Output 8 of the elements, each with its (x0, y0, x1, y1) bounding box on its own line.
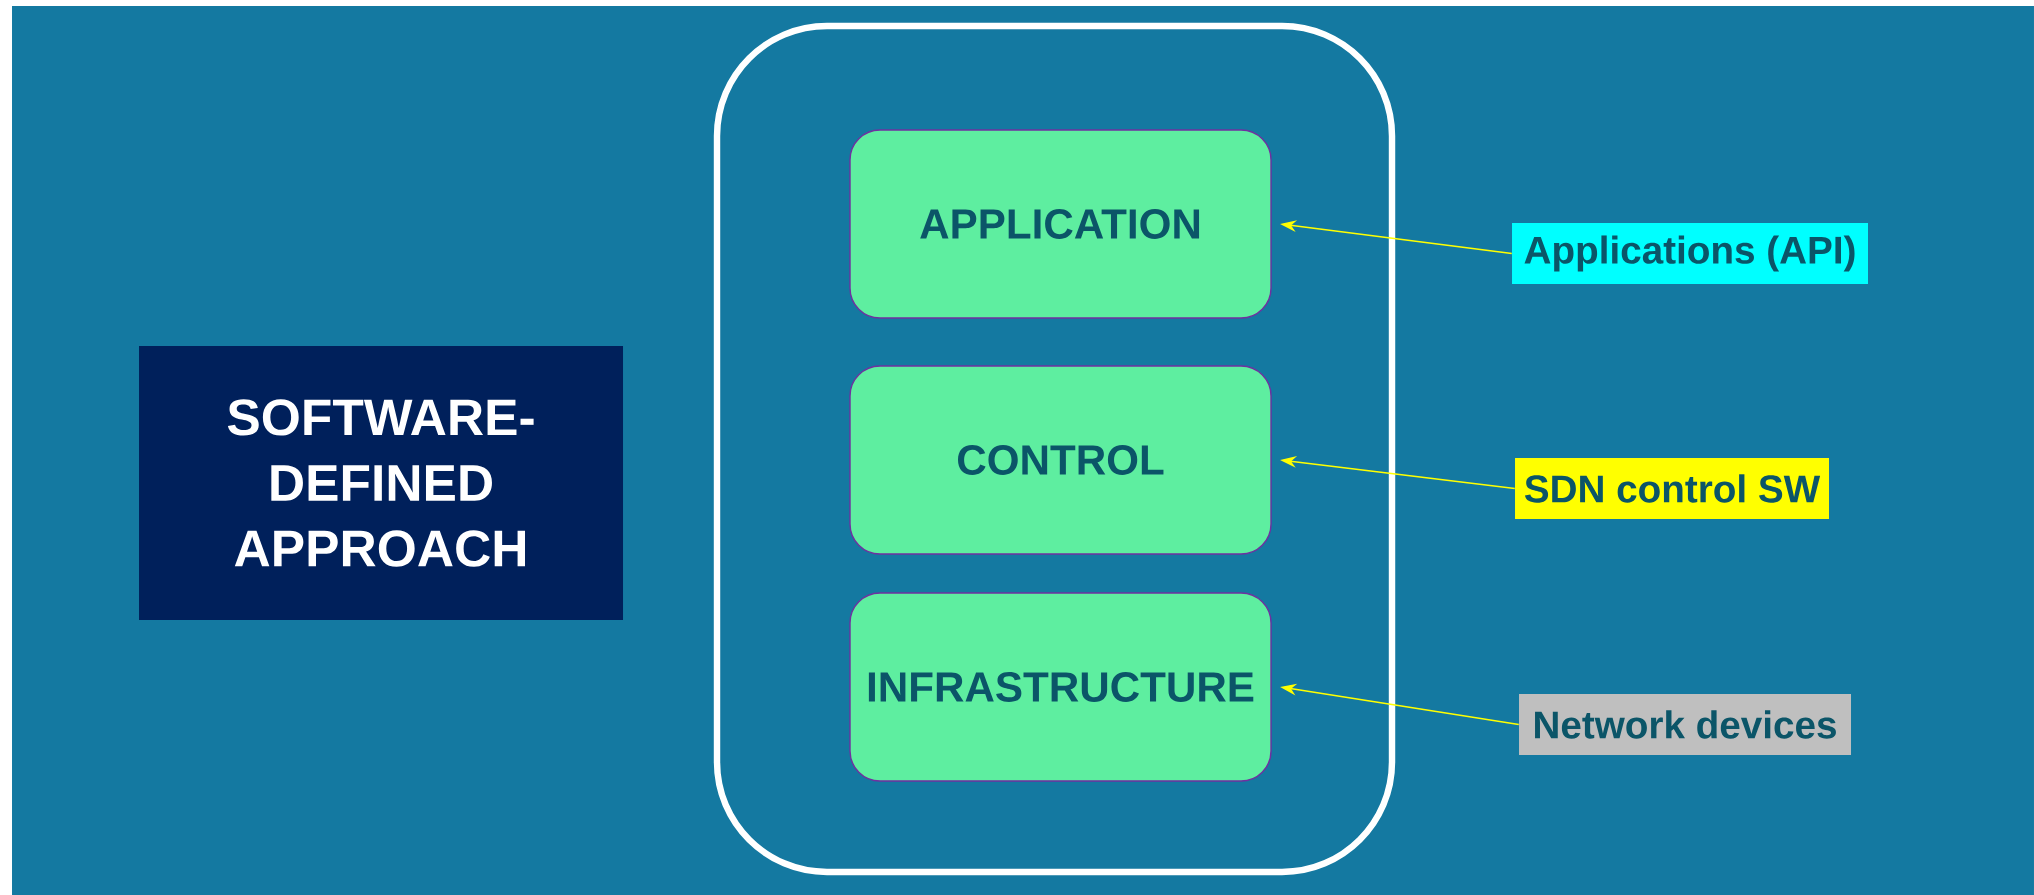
layer-box: INFRASTRUCTURE (849, 592, 1272, 782)
layer-box: CONTROL (849, 365, 1272, 555)
layer-box: APPLICATION (849, 129, 1272, 319)
layer-frame (713, 22, 1396, 876)
title-box: SOFTWARE-DEFINED APPROACH (139, 346, 623, 620)
highlighted-label: SDN control SW (1515, 458, 1829, 519)
highlighted-label: Applications (API) (1512, 223, 1868, 284)
highlighted-label: Network devices (1519, 694, 1851, 755)
